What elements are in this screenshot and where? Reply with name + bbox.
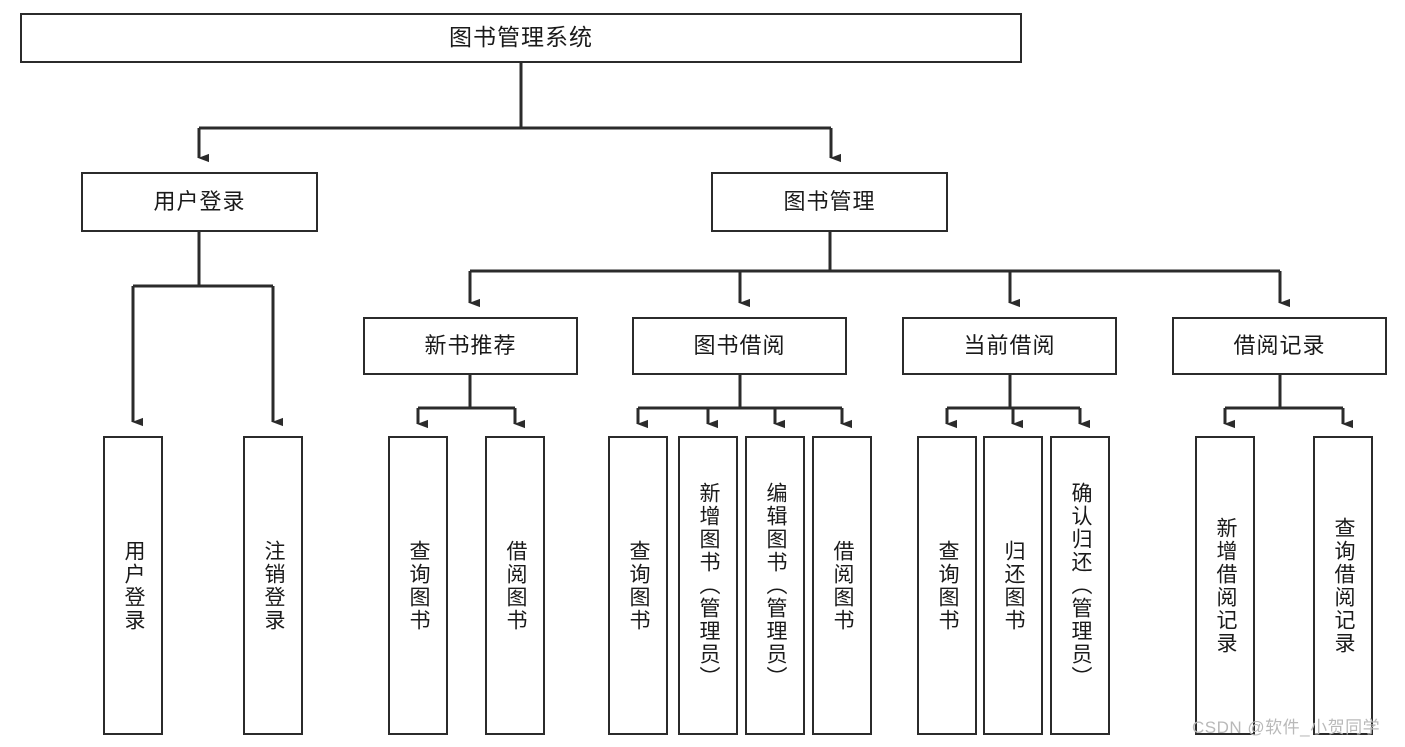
leaf-label: 借阅图书: [504, 539, 528, 632]
leaf-label: 新增图书（管理员）: [697, 482, 721, 689]
node-leaf-borrow-query-book[interactable]: 查询图书: [608, 436, 668, 735]
node-leaf-record-query-record[interactable]: 查询借阅记录: [1313, 436, 1373, 735]
leaf-label: 确认归还（管理员）: [1069, 482, 1093, 689]
node-leaf-borrow-add-book[interactable]: 新增图书（管理员）: [678, 436, 738, 735]
node-leaf-rec-query-book[interactable]: 查询图书: [388, 436, 448, 735]
leaf-label: 查询借阅记录: [1332, 516, 1356, 655]
node-root-system[interactable]: 图书管理系统: [20, 13, 1022, 63]
leaf-label: 注销登录: [262, 539, 286, 632]
leaf-label: 查询图书: [627, 539, 651, 632]
node-leaf-borrow-borrow-book[interactable]: 借阅图书: [812, 436, 872, 735]
leaf-label: 查询图书: [407, 539, 431, 632]
node-leaf-rec-borrow-book[interactable]: 借阅图书: [485, 436, 545, 735]
node-book-manage[interactable]: 图书管理: [711, 172, 948, 232]
node-current-borrow[interactable]: 当前借阅: [902, 317, 1117, 375]
node-leaf-borrow-edit-book[interactable]: 编辑图书（管理员）: [745, 436, 805, 735]
leaf-label: 借阅图书: [831, 539, 855, 632]
leaf-label: 用户登录: [122, 539, 146, 632]
node-leaf-current-confirm-return[interactable]: 确认归还（管理员）: [1050, 436, 1110, 735]
node-leaf-current-return-book[interactable]: 归还图书: [983, 436, 1043, 735]
node-user-login[interactable]: 用户登录: [81, 172, 318, 232]
leaf-label: 归还图书: [1002, 539, 1026, 632]
leaf-label: 新增借阅记录: [1214, 516, 1238, 655]
node-leaf-user-login[interactable]: 用户登录: [103, 436, 163, 735]
node-new-book-recommend[interactable]: 新书推荐: [363, 317, 578, 375]
leaf-label: 编辑图书（管理员）: [764, 482, 788, 689]
node-leaf-user-logout[interactable]: 注销登录: [243, 436, 303, 735]
csdn-watermark: CSDN @软件_小贺同学: [1192, 718, 1381, 737]
node-borrow-record[interactable]: 借阅记录: [1172, 317, 1387, 375]
node-book-borrow[interactable]: 图书借阅: [632, 317, 847, 375]
node-leaf-current-query-book[interactable]: 查询图书: [917, 436, 977, 735]
leaf-label: 查询图书: [936, 539, 960, 632]
node-leaf-record-add-record[interactable]: 新增借阅记录: [1195, 436, 1255, 735]
